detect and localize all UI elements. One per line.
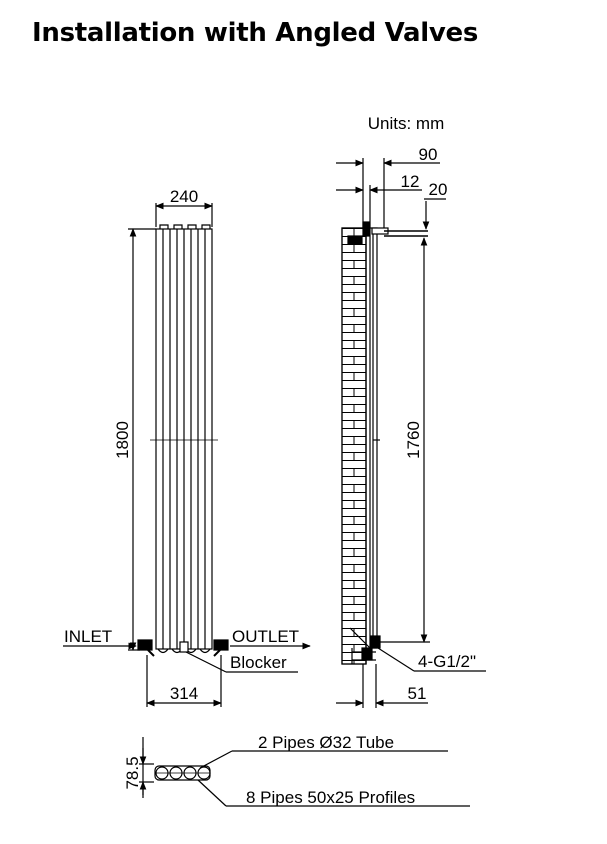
label-inlet: INLET xyxy=(64,627,112,646)
dim-240: 240 xyxy=(170,187,198,206)
outlet-valve xyxy=(213,639,229,651)
dim-78-5: 78.5 xyxy=(123,756,142,789)
label-thread: 4-G1/2" xyxy=(418,652,476,671)
cross-section xyxy=(139,737,470,807)
dim-1800: 1800 xyxy=(113,421,132,459)
dim-1760: 1760 xyxy=(404,421,423,459)
front-view xyxy=(63,202,311,707)
page-title: Installation with Angled Valves xyxy=(32,18,479,48)
brick-wall xyxy=(341,227,367,665)
label-tubes: 2 Pipes Ø32 Tube xyxy=(258,733,394,752)
dim-314: 314 xyxy=(170,684,198,703)
dim-20: 20 xyxy=(429,180,448,199)
dim-12: 12 xyxy=(401,172,420,191)
dim-51: 51 xyxy=(408,684,427,703)
label-outlet: OUTLET xyxy=(232,627,299,646)
inlet-valve xyxy=(137,639,153,651)
units-label: Units: mm xyxy=(368,114,445,133)
label-profiles: 8 Pipes 50x25 Profiles xyxy=(246,788,415,807)
dim-90: 90 xyxy=(419,145,438,164)
label-blocker: Blocker xyxy=(230,653,287,672)
side-view xyxy=(336,158,486,708)
